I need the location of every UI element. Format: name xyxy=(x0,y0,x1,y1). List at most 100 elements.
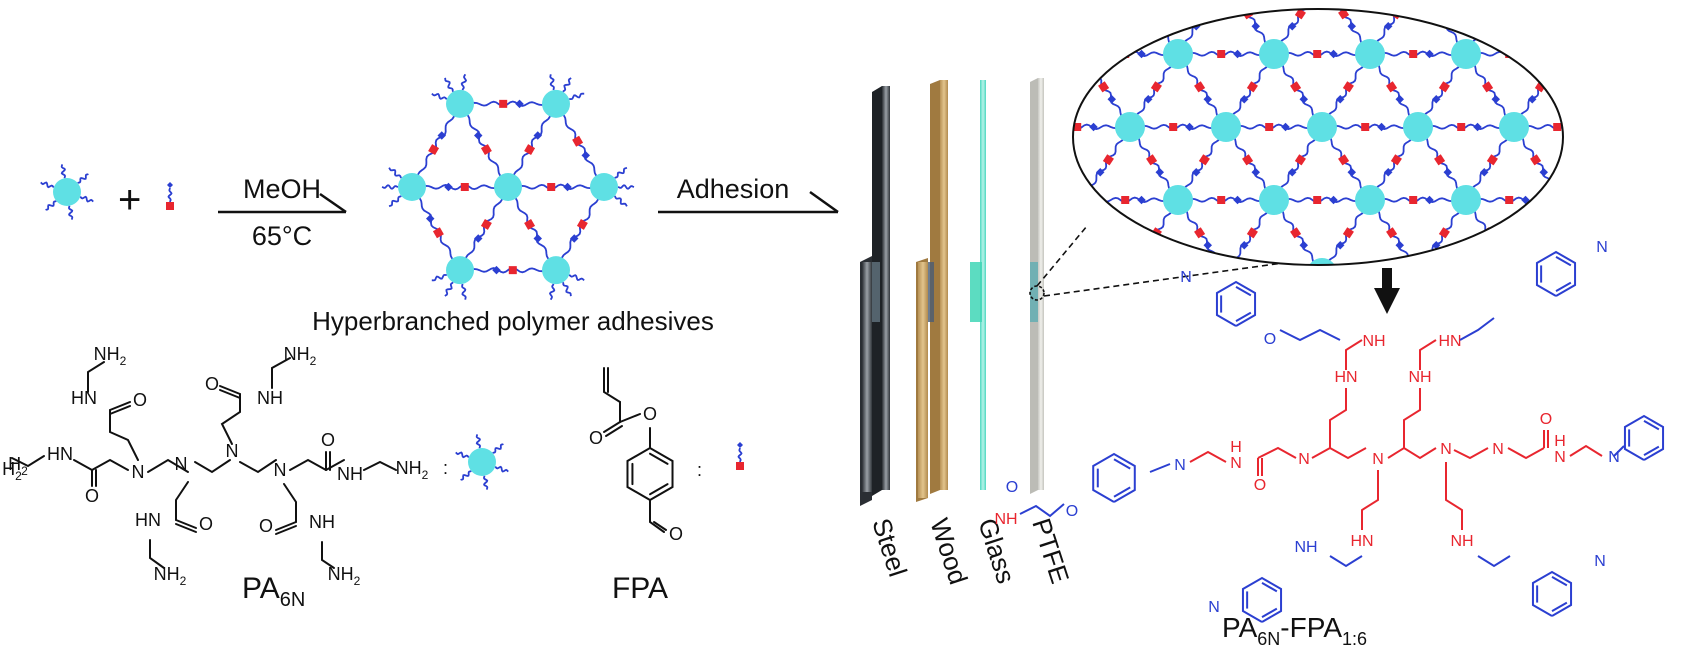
magnified-core-sphere xyxy=(1403,112,1433,142)
network-link xyxy=(906,81,917,92)
network-diamond xyxy=(1060,168,1068,176)
chem-bond xyxy=(1403,388,1421,448)
network-diamond xyxy=(964,22,972,30)
network-bond xyxy=(1561,196,1563,204)
network-link xyxy=(1434,9,1446,20)
network-link xyxy=(954,154,965,165)
network-link xyxy=(1025,50,1033,58)
network-link xyxy=(911,154,922,165)
chem-atom: N xyxy=(1492,441,1504,458)
network-bond xyxy=(1610,127,1658,200)
steel-substrate xyxy=(860,86,890,506)
chem-bond xyxy=(1453,447,1489,460)
network-bond xyxy=(1177,196,1275,204)
ptfe-substrate xyxy=(1030,78,1044,494)
chem-atom: NH xyxy=(257,388,283,408)
network-diamond xyxy=(993,269,1001,277)
network-bond xyxy=(1658,127,1682,200)
network-bond xyxy=(1081,9,1131,55)
network-diamond xyxy=(1624,95,1632,103)
chem-group: NH2 xyxy=(396,458,429,482)
network-link xyxy=(1007,154,1018,165)
network-diamond xyxy=(533,234,543,243)
chem-bond xyxy=(1643,419,1660,431)
network-link xyxy=(1002,81,1013,92)
magnified-core-sphere xyxy=(1115,258,1145,265)
magnified-core-sphere xyxy=(1307,258,1337,265)
network-end-arm xyxy=(549,74,555,91)
linker-square xyxy=(736,462,744,470)
chem-bond xyxy=(1113,458,1131,470)
network-link xyxy=(1246,81,1258,93)
adhesion-label: Adhesion xyxy=(677,174,790,204)
network-link xyxy=(1361,123,1370,131)
chem-atom: N xyxy=(1174,457,1186,474)
network-link xyxy=(1530,9,1542,20)
network-core-sphere xyxy=(590,173,618,201)
network-link xyxy=(1290,227,1302,239)
magnified-core-sphere xyxy=(1451,39,1481,69)
network-bond xyxy=(986,54,1034,127)
network-link xyxy=(1121,196,1130,204)
chem-atom: HN xyxy=(135,510,161,530)
core-arm xyxy=(79,195,94,203)
network-link xyxy=(959,81,970,92)
network-diamond xyxy=(492,265,501,275)
network-link xyxy=(959,227,970,238)
network-diamond xyxy=(1000,168,1008,176)
network-link xyxy=(1674,81,1682,92)
network-end-arm xyxy=(562,77,572,93)
network-bond xyxy=(507,183,605,191)
network-bond xyxy=(555,103,605,188)
network-link xyxy=(1505,196,1514,204)
temperature-label: 65°C xyxy=(252,221,312,251)
network-bond xyxy=(1321,123,1419,131)
chem-atom: HN xyxy=(1334,369,1357,386)
chem-bond xyxy=(289,458,327,471)
fpa-linker-icon xyxy=(166,182,174,210)
chem-bond xyxy=(1257,446,1297,459)
chem-bond xyxy=(1623,414,1665,461)
chem-bond xyxy=(219,385,241,395)
chem-bond xyxy=(325,459,345,471)
pa6n-core-icon xyxy=(40,164,94,220)
network-link xyxy=(1386,227,1398,239)
network-link xyxy=(1313,196,1322,204)
core-arm xyxy=(492,443,504,454)
chem-atom: N xyxy=(1596,239,1608,256)
network-link xyxy=(1242,154,1254,166)
network-end-arm xyxy=(562,282,572,297)
network-link xyxy=(1217,50,1226,58)
network-diamond xyxy=(1060,22,1068,30)
chem-bond xyxy=(1555,281,1572,293)
network-diamond xyxy=(1576,22,1584,30)
network-bond xyxy=(1417,123,1515,131)
chem-atom: N xyxy=(1608,449,1620,466)
network-end-arm xyxy=(461,283,467,300)
chem-atom: N xyxy=(132,462,145,482)
product-caption: Hyperbranched polymer adhesives xyxy=(312,306,714,336)
network-link xyxy=(1626,8,1637,19)
magnified-core-sphere xyxy=(1163,185,1193,215)
polymer-label: PA6N-FPA1:6 xyxy=(1222,612,1367,649)
network-link xyxy=(1409,196,1418,204)
network-diamond xyxy=(1672,22,1680,30)
core-arm xyxy=(455,451,470,459)
glass-substrate xyxy=(970,80,986,490)
down-arrow-icon xyxy=(1374,268,1400,314)
network-link xyxy=(1050,154,1061,165)
chem-bond xyxy=(1361,470,1379,530)
chem-bond xyxy=(271,357,291,389)
network-bond xyxy=(1658,54,1682,127)
network-link xyxy=(954,8,965,19)
network-bond xyxy=(459,103,509,188)
network-link xyxy=(1438,227,1450,239)
network-bond xyxy=(459,186,509,271)
network-bond xyxy=(1610,54,1658,127)
network-link xyxy=(428,144,440,156)
network-core-sphere xyxy=(542,89,570,118)
network-link xyxy=(547,183,556,191)
chem-atom: O xyxy=(643,404,657,424)
chem-atom: NH xyxy=(1450,533,1473,550)
network-bond xyxy=(1561,53,1563,128)
